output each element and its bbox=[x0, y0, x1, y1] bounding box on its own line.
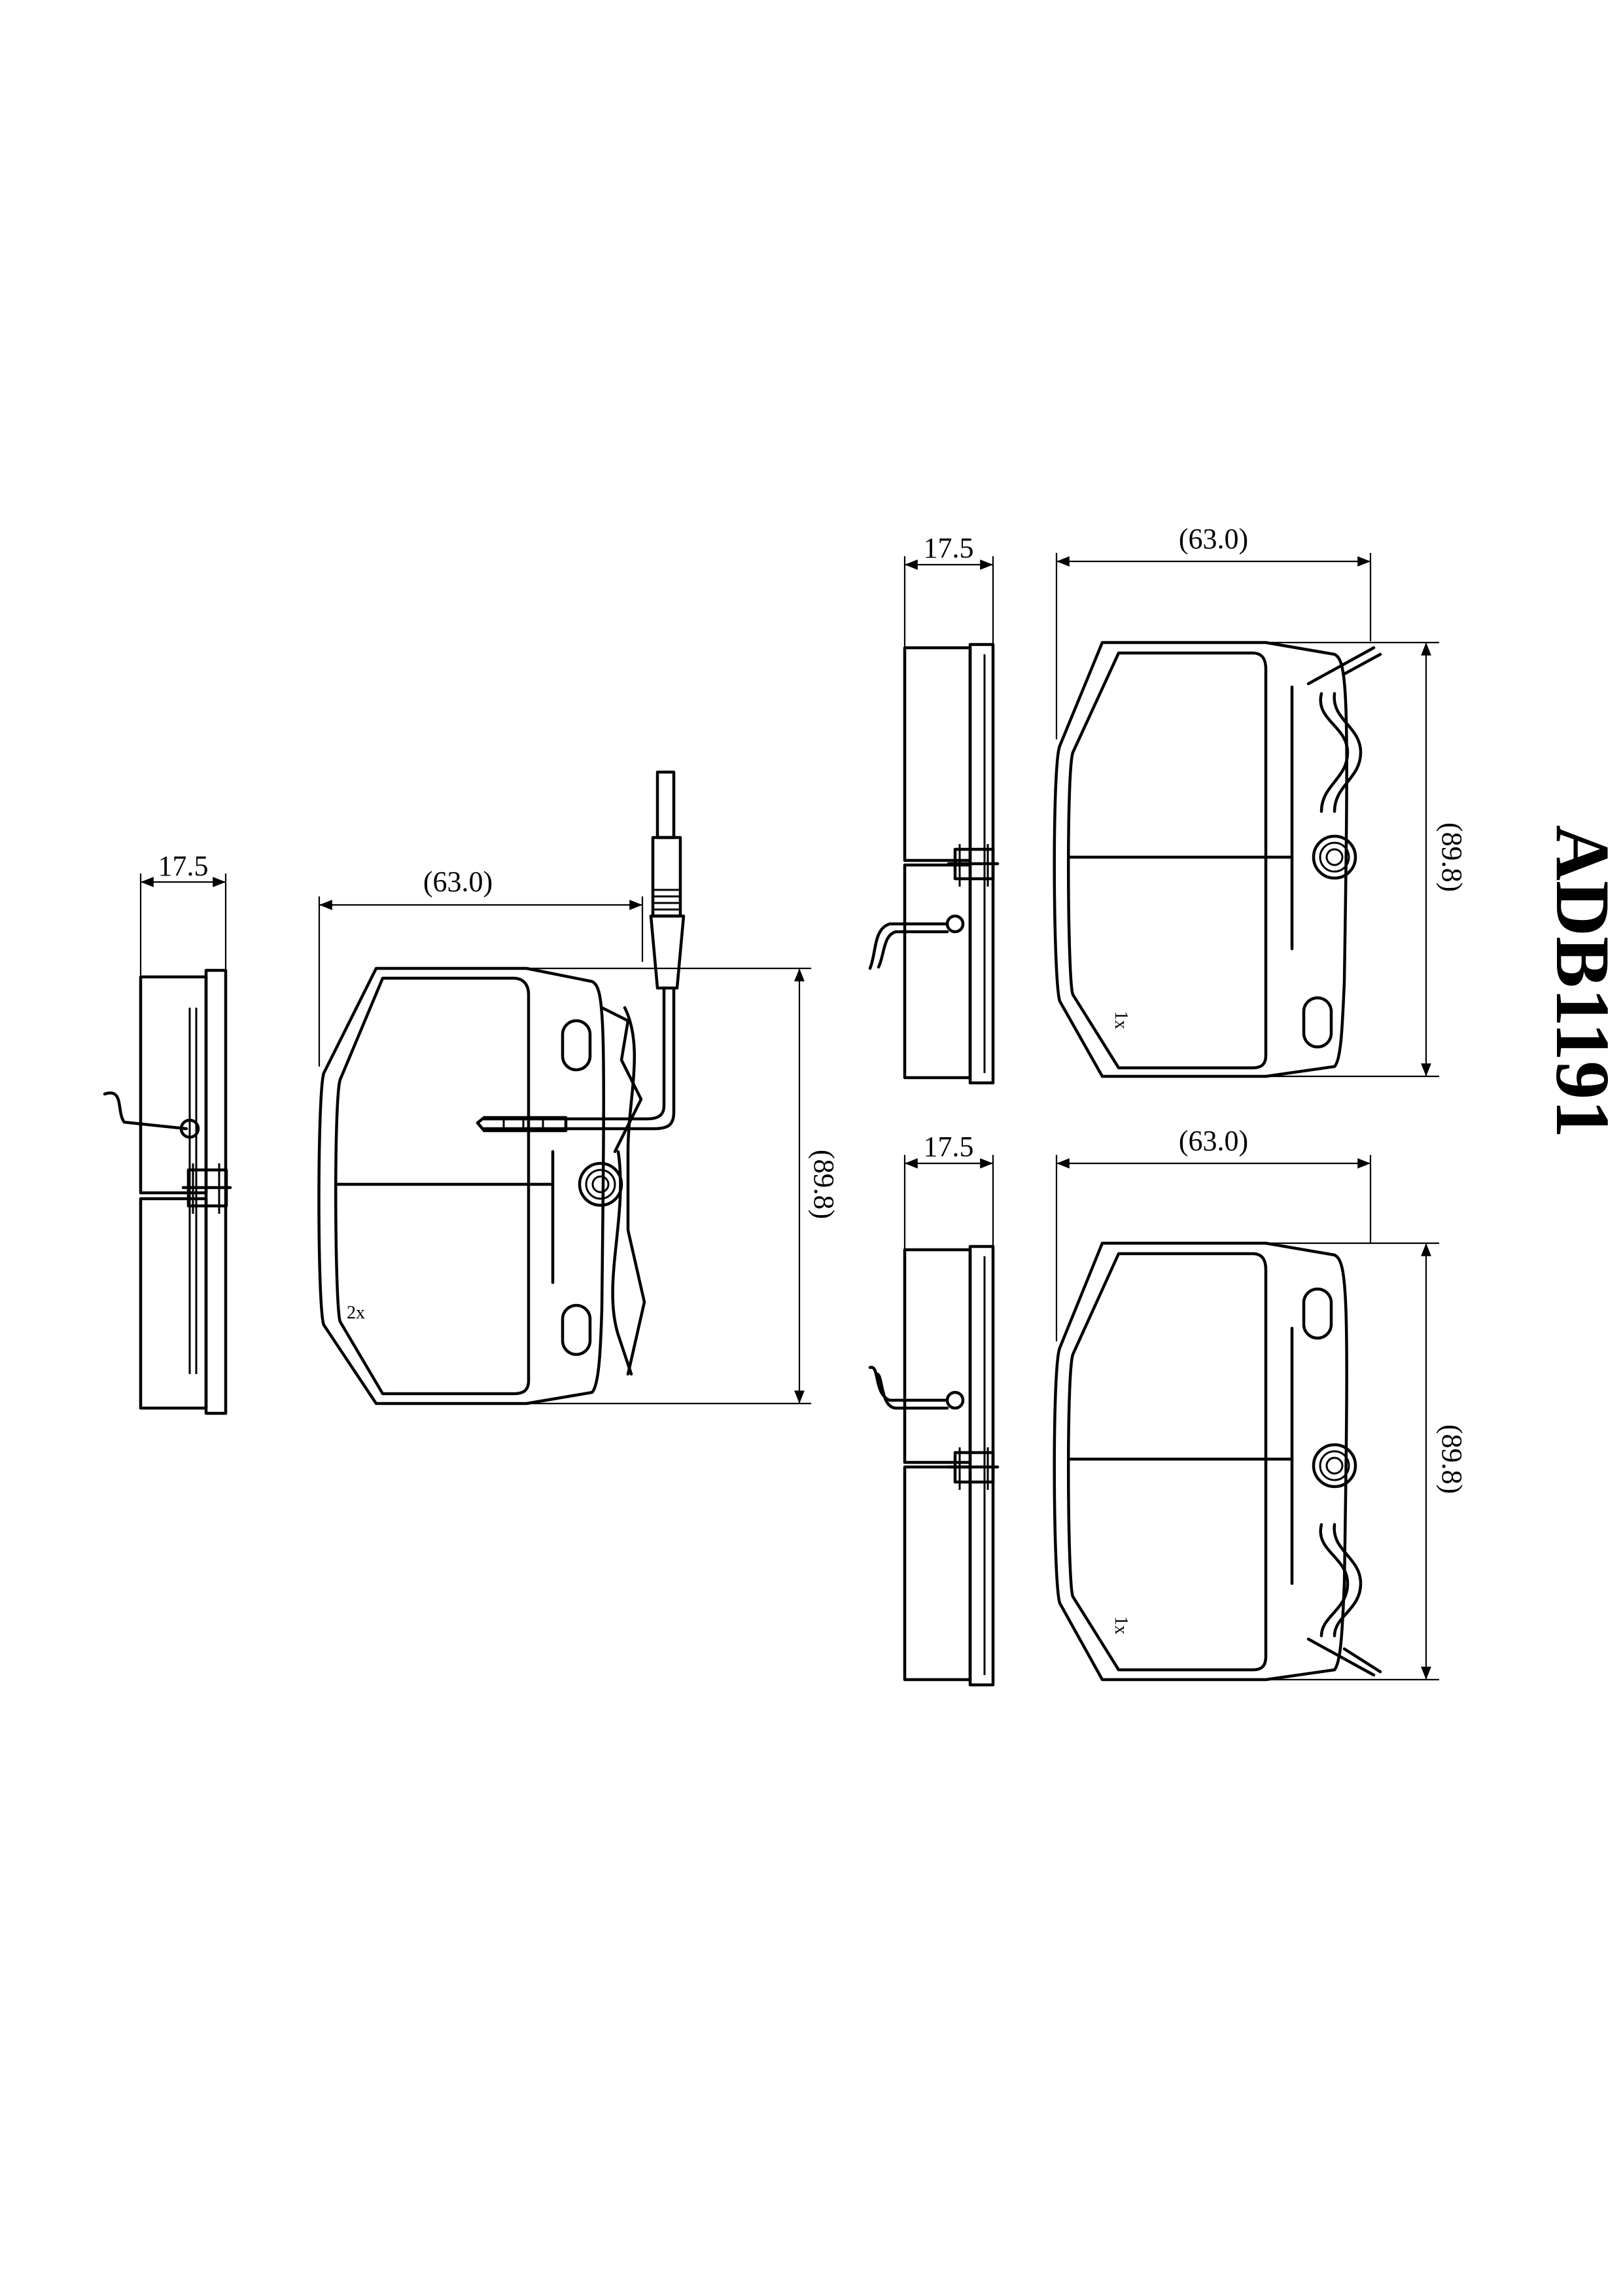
pad-view-3: 17.5 (63.0) (89.8) 1x bbox=[868, 1125, 1468, 1687]
thickness-label: 17.5 bbox=[924, 1131, 974, 1163]
quantity-label: 1x bbox=[1111, 1011, 1131, 1029]
height-label: (89.8) bbox=[1436, 822, 1468, 892]
pad-view-2: 17.5 (63.0) (89.8) 1x bbox=[868, 523, 1468, 1085]
quantity-label: 1x bbox=[1111, 1616, 1131, 1634]
height-label: (89.8) bbox=[808, 1150, 840, 1219]
front-view-2 bbox=[1053, 641, 1382, 1078]
front-view-1 bbox=[317, 966, 646, 1405]
width-label: (63.0) bbox=[1179, 1125, 1248, 1157]
height-label: (89.8) bbox=[1436, 1424, 1468, 1494]
part-number: ADB1191 bbox=[1540, 825, 1623, 1139]
side-view-3 bbox=[868, 1245, 1000, 1687]
front-view-3 bbox=[1053, 1241, 1382, 1682]
width-label: (63.0) bbox=[423, 866, 493, 898]
wear-sensor bbox=[476, 770, 686, 1133]
width-label: (63.0) bbox=[1179, 523, 1248, 555]
thickness-label: 17.5 bbox=[158, 850, 209, 882]
quantity-label: 2x bbox=[347, 1303, 365, 1323]
thickness-label: 17.5 bbox=[924, 532, 974, 564]
pad-view-1: 17.5 bbox=[103, 770, 840, 1415]
side-view-2 bbox=[868, 643, 1000, 1085]
side-view-1 bbox=[103, 968, 232, 1415]
